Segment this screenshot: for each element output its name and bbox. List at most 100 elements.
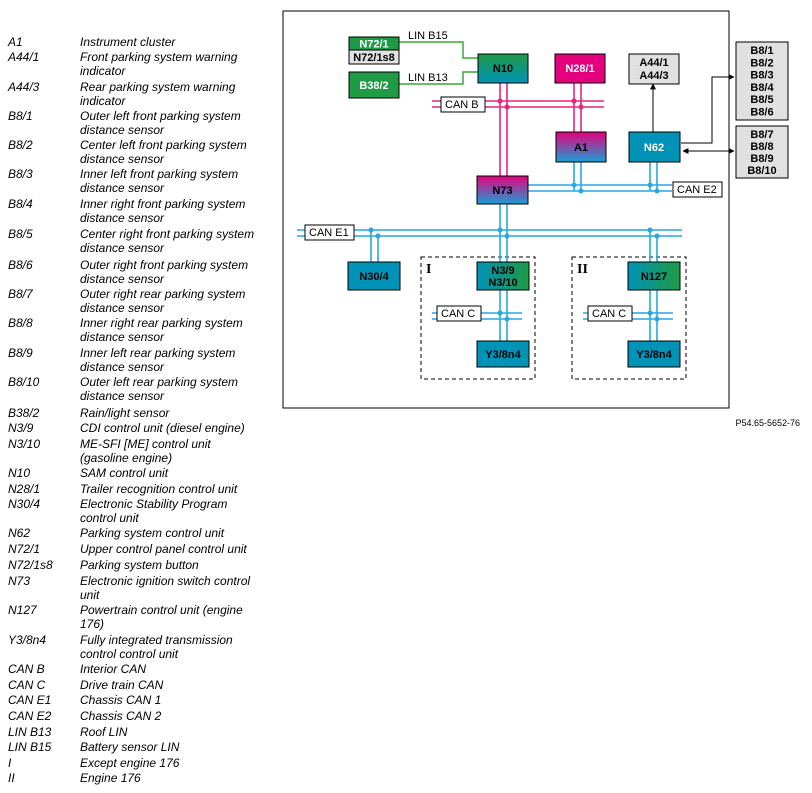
legend-description: Instrument cluster [80,35,176,49]
box-b8-rear: B8/7B8/8B8/9B8/10 [735,125,789,179]
can-e1-label: CAN E1 [309,227,349,239]
can-e1-junctions [368,227,660,239]
group-1-label: I [426,262,431,277]
can-e1-label-box [304,224,355,241]
can-e2-junctions [571,182,660,194]
legend-description: Center right front parking system distan… [80,227,255,255]
can-e2-label-box [672,181,723,198]
legend-description: Inner right rear parking system distance… [80,316,243,344]
box-n127: N127 [627,261,681,291]
legend-description: Chassis CAN 1 [80,693,162,707]
legend-code: B8/1 [8,109,33,123]
can-c-right-label: CAN C [592,308,626,320]
legend-code: B8/2 [8,138,33,152]
b8-rear-sensor-label: B8/10 [747,165,776,177]
legend-code: II [8,771,15,785]
legend-description: Parking system button [80,558,199,572]
box-y3-left: Y3/8n4 [476,340,530,368]
can-e1-bus [297,203,682,262]
can-b-junctions [497,98,584,110]
b8-front-sensor-label: B8/5 [750,94,773,106]
box-y3-left-label: Y3/8n4 [485,349,521,361]
legend-description: SAM control unit [80,466,169,480]
legend-code: N10 [8,466,31,480]
legend-code: N3/9 [8,421,34,435]
box-b38-2-label: B38/2 [359,80,388,92]
box-n127-label: N127 [641,271,667,283]
legend-code: A44/1 [8,50,40,64]
box-n30-4-label: N30/4 [359,271,389,283]
legend-description: Trailer recognition control unit [80,482,238,496]
legend-description: Outer right front parking system distanc… [80,258,249,286]
b8-rear-sensor-label: B8/7 [750,129,773,141]
b8-rear-sensor-label: B8/8 [750,141,773,153]
legend-description: Battery sensor LIN [80,740,180,754]
box-a44: A44/1 A44/3 [628,53,680,85]
legend-code: CAN B [8,662,45,676]
box-n72-1s8-label: N72/1s8 [353,52,395,64]
legend-description: Front parking system warning indicator [80,50,238,78]
group-2-label: II [577,262,588,277]
legend-description: CDI control unit (diesel engine) [80,421,245,435]
box-n3-label-1: N3/9 [491,265,514,277]
box-n72-1s8: N72/1s8 [348,49,400,65]
legend-description: Outer left rear parking system distance … [80,375,239,403]
legend-code: B8/10 [8,375,40,389]
legend-code: N72/1s8 [8,558,53,572]
b8-front-sensor-label: B8/1 [750,45,773,57]
box-y3-right-label: Y3/8n4 [636,349,672,361]
legend-code: N127 [8,603,37,617]
box-a1: A1 [555,131,607,163]
box-n28-1-label: N28/1 [565,63,594,75]
legend-code: I [8,756,12,770]
n62-signal-lines [650,74,735,154]
box-a44-label-2: A44/3 [639,70,668,82]
box-b8-front: B8/1B8/2B8/3B8/4B8/5B8/6 [735,41,789,121]
legend-description: Rain/light sensor [80,406,170,420]
legend-code: B38/2 [8,406,40,420]
box-b38-2: B38/2 [348,71,400,99]
legend-description: Fully integrated transmission control co… [80,633,233,661]
legend-description: Except engine 176 [80,756,180,770]
legend-description: Interior CAN [80,662,147,676]
legend-description: Rear parking system warning indicator [80,80,236,108]
lin-b13-label: LIN B13 [408,72,448,84]
box-n28-1: N28/1 [554,53,606,84]
box-n3: N3/9 N3/10 [476,261,530,291]
legend-description: Outer left front parking system distance… [80,109,241,137]
can-b-label-box [440,96,486,113]
legend-code: CAN E2 [8,709,52,723]
legend-code: N30/4 [8,497,41,511]
box-n3-label-2: N3/10 [488,277,517,289]
group-2-frame [571,256,687,380]
legend-code: A44/3 [8,80,40,94]
can-c-left-label-box [436,305,482,322]
box-n73: N73 [476,175,529,205]
legend-code: N73 [8,574,31,588]
legend-description: Parking system control unit [80,526,225,540]
legend-description: Engine 176 [80,771,141,785]
legend-description: Electronic Stability Program control uni… [80,497,228,525]
legend-description: Center left front parking system distanc… [80,138,247,166]
legend-description: Outer right rear parking system distance… [80,287,246,315]
can-c-right-junctions [647,310,660,322]
legend-description: ME-SFI [ME] control unit (gasoline engin… [80,437,211,465]
legend-code: B8/3 [8,167,33,181]
legend-code: CAN E1 [8,693,52,707]
legend-description: Powertrain control unit (engine 176) [80,603,243,631]
legend-description: Inner left front parking system distance… [80,167,239,195]
legend-code: B8/8 [8,316,33,330]
box-n72-1-label: N72/1 [359,39,388,51]
legend-code: N3/10 [8,437,41,451]
legend-code: N62 [8,526,31,540]
legend-code: N28/1 [8,482,41,496]
can-b-label: CAN B [445,99,479,111]
legend-code: LIN B15 [8,740,52,754]
box-a1-label: A1 [574,142,588,154]
can-c-right-label-box [587,305,633,322]
can-e2-label: CAN E2 [677,184,717,196]
legend-description: Upper control panel control unit [80,542,247,556]
b8-front-sensor-label: B8/2 [750,57,773,69]
box-n30-4: N30/4 [347,261,401,291]
